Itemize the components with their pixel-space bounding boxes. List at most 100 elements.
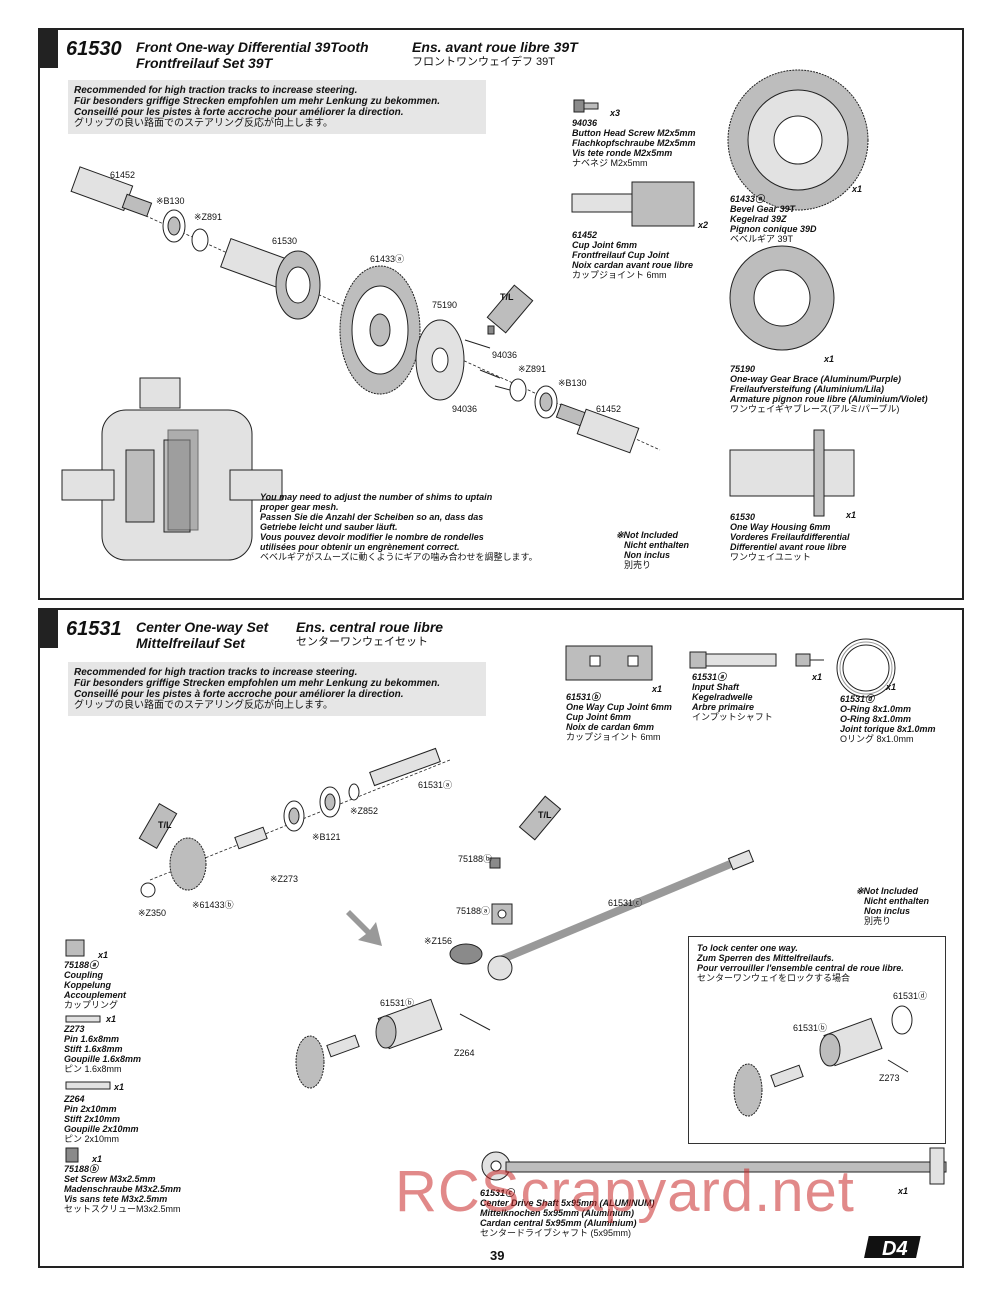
tl-tube-b1 xyxy=(138,802,178,850)
not-included-b: ※Not Included Nicht enthalten Non inclus… xyxy=(856,886,930,926)
pinion-gear-exploded xyxy=(140,837,207,898)
watermark: RCScrapyard.net xyxy=(395,1159,855,1224)
label-lock-61531b: 61531ⓑ xyxy=(793,1023,828,1033)
section-tab xyxy=(38,608,58,648)
page-number: 39 xyxy=(490,1248,505,1263)
arrow-indicator xyxy=(346,910,382,946)
part-61530: 61530 One Way Housing 6mm Vorderes Freil… xyxy=(730,512,850,562)
center-shaft-exploded xyxy=(487,849,755,981)
qty-61531d: x1 xyxy=(886,682,897,692)
label-61452-top: 61452 xyxy=(110,170,136,180)
cup-joint-b-illus xyxy=(565,645,653,681)
qty-94036: x3 xyxy=(610,108,621,118)
one-way-cup-exploded xyxy=(375,998,443,1050)
label-61531c: 61531ⓒ xyxy=(608,898,643,908)
label-61433a: 61433ⓐ xyxy=(370,254,405,264)
gear-brace xyxy=(415,319,465,401)
title-jp: フロントワンウェイデフ 39T xyxy=(412,56,556,68)
coupling-illus xyxy=(65,939,85,957)
o-ring-illus xyxy=(836,638,896,698)
bearing-right xyxy=(534,385,558,419)
label-tl2: T/L xyxy=(538,810,552,820)
diagram-front-diff xyxy=(61,69,869,561)
qty-61531a: x1 xyxy=(812,672,823,682)
pin-z273-illus xyxy=(65,1015,101,1023)
shim-note: You may need to adjust the number of shi… xyxy=(260,492,538,562)
part-61452: 61452 Cup Joint 6mm Frontfreilauf Cup Jo… xyxy=(572,230,694,280)
part-61531a: 61531ⓐ Input Shaft Kegelradwelle Arbre p… xyxy=(692,672,773,722)
label-61530: 61530 xyxy=(272,236,298,246)
qty-61530: x1 xyxy=(846,510,857,520)
part-94036: 94036 Button Head Screw M2x5mm Flachkopf… xyxy=(572,118,696,168)
bearing-left xyxy=(162,209,186,243)
screw-94036-illus xyxy=(573,99,599,113)
gearbox-assembly-view xyxy=(61,377,283,561)
coupling-exploded xyxy=(489,857,513,925)
recommend-box: Recommended for high traction tracks to … xyxy=(68,662,486,716)
diagram-center-oneway xyxy=(65,638,947,1185)
not-included-a: ※Not Included Nicht enthalten Non inclus… xyxy=(616,530,690,570)
section-number: 61530 xyxy=(66,38,122,60)
label-lock-61531d: 61531ⓓ xyxy=(893,991,928,1001)
qty-75188a: x1 xyxy=(98,950,109,960)
label-z156: ※Z156 xyxy=(424,936,453,946)
qty-75190: x1 xyxy=(824,354,835,364)
gear-brace-illus xyxy=(729,245,835,351)
label-75190: 75190 xyxy=(432,300,458,310)
center-drive-shaft-illus xyxy=(481,1147,947,1185)
title-en-de: Front One-way Differential 39Tooth Front… xyxy=(136,39,369,71)
label-z891-b: ※Z891 xyxy=(518,364,547,374)
part-61531d: 61531ⓓ O-Ring 8x1.0mm O-Ring 8x1.0mm Joi… xyxy=(840,694,936,744)
pin-z264 xyxy=(459,1013,491,1031)
brand-logo: D4 xyxy=(864,1236,921,1260)
label-tl: T/L xyxy=(500,292,514,302)
label-61433b: ※61433ⓑ xyxy=(192,900,234,910)
title-en-de: Center One-way Set Mittelfreilauf Set xyxy=(136,619,269,651)
shim-right xyxy=(509,378,527,402)
label-z350: ※Z350 xyxy=(138,908,167,918)
title-jp: センターワンウェイセット xyxy=(296,636,428,648)
lock-assembly xyxy=(733,1005,913,1117)
input-shaft-exploded xyxy=(369,747,441,787)
label-b121: ※B121 xyxy=(312,832,341,842)
pinion-b-exploded xyxy=(295,1034,360,1089)
z156-cap xyxy=(449,943,483,965)
part-75188b: 75188ⓑ Set Screw M3x2.5mm Madenschraube … xyxy=(64,1164,182,1214)
lock-center-box: To lock center one way. Zum Sperren des … xyxy=(688,936,946,1144)
part-75188a: 75188ⓐ Coupling Koppelung Accouplement カ… xyxy=(64,960,127,1010)
label-61452-b: 61452 xyxy=(596,404,622,414)
shim-left xyxy=(191,228,209,252)
cup-joint-right xyxy=(555,403,640,454)
cup-joint-illus xyxy=(571,181,695,227)
input-shaft-illus xyxy=(689,651,824,669)
label-61531a: 61531ⓐ xyxy=(418,780,453,790)
label-75188a: 75188ⓐ xyxy=(456,906,491,916)
label-lock-z273: Z273 xyxy=(879,1073,900,1083)
svg-text:D4: D4 xyxy=(882,1238,908,1260)
label-z852: ※Z852 xyxy=(350,806,379,816)
label-94036-b: 94036 xyxy=(452,404,478,414)
qty-61452: x2 xyxy=(698,220,709,230)
cup-coupler-exploded xyxy=(234,826,268,850)
part-75190: 75190 One-way Gear Brace (Aluminum/Purpl… xyxy=(730,364,928,414)
panel-61531: 61531 Center One-way Set Mittelfreilauf … xyxy=(38,608,964,1268)
qty-61531c: x1 xyxy=(898,1186,909,1196)
pin-z264-illus xyxy=(65,1081,111,1090)
part-z264: Z264 Pin 2x10mm Stift 2x10mm Goupille 2x… xyxy=(64,1094,139,1144)
qty-z273: x1 xyxy=(106,1014,117,1024)
label-61531b: 61531ⓑ xyxy=(380,998,415,1008)
label-94036-a: 94036 xyxy=(492,350,518,360)
bevel-gear-illus xyxy=(727,69,869,211)
recommend-box: Recommended for high traction tracks to … xyxy=(68,80,486,134)
label-z273: ※Z273 xyxy=(270,874,299,884)
bevel-gear-39t xyxy=(339,265,421,395)
label-tl1: T/L xyxy=(158,820,172,830)
title-fr: Ens. avant roue libre 39T xyxy=(412,39,578,55)
section-number: 61531 xyxy=(66,618,122,640)
panel-61530: 61530 Front One-way Differential 39Tooth… xyxy=(38,28,964,600)
section-tab xyxy=(38,28,58,68)
label-b130-b: ※B130 xyxy=(558,378,587,388)
tl-tube xyxy=(486,284,534,335)
qty-75188b: x1 xyxy=(92,1154,103,1164)
part-61433a: 61433ⓐ Bevel Gear 39T Kegelrad 39Z Pigno… xyxy=(730,194,817,244)
